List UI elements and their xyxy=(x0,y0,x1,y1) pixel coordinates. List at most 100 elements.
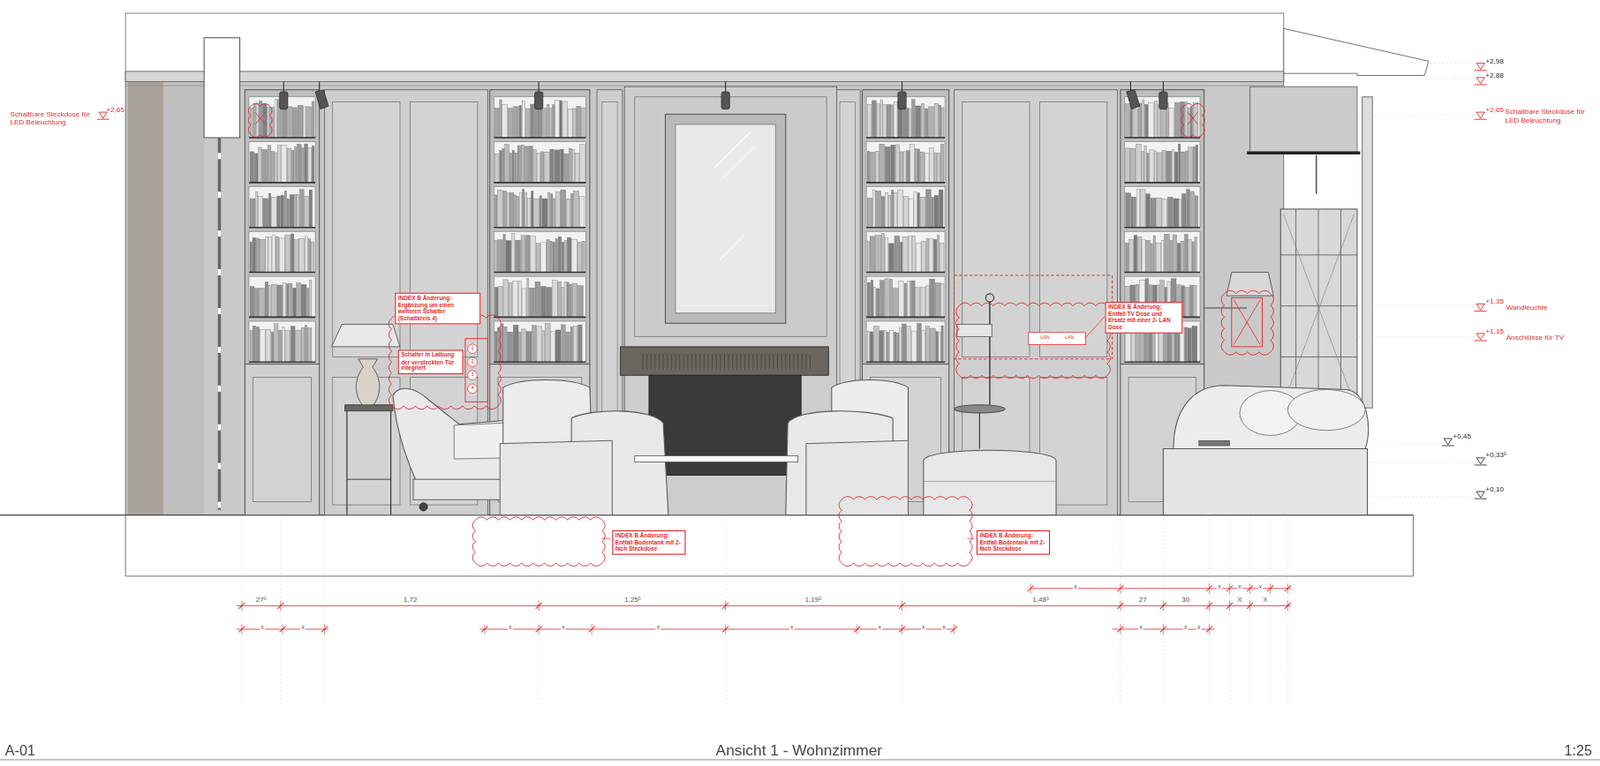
book xyxy=(875,234,882,272)
book xyxy=(903,107,909,138)
book xyxy=(249,331,252,363)
conduit-mark xyxy=(218,308,221,315)
book xyxy=(1144,145,1147,183)
book xyxy=(561,286,564,317)
dimension-text: x xyxy=(876,624,883,632)
book xyxy=(265,329,272,363)
book xyxy=(1129,239,1134,272)
book xyxy=(284,190,287,227)
shelf xyxy=(249,186,316,227)
book xyxy=(1156,152,1163,183)
revision-note: Schalter in Laibung der versteckten Tür … xyxy=(398,349,464,375)
book xyxy=(296,283,302,318)
book xyxy=(558,236,561,272)
dimension-extension xyxy=(1208,601,1210,612)
book xyxy=(1130,148,1136,183)
book xyxy=(894,235,900,272)
shelf-board xyxy=(866,181,945,184)
mantel-flute xyxy=(679,354,680,370)
book xyxy=(274,98,277,138)
level-annotation: +2,88 xyxy=(1486,71,1504,80)
book xyxy=(906,326,912,363)
dimension-extension xyxy=(538,601,540,612)
level-marker xyxy=(98,112,107,119)
window-bar xyxy=(1280,356,1358,358)
dimension-text: 1,19⁵ xyxy=(803,596,823,604)
book xyxy=(1157,105,1160,138)
book xyxy=(509,192,514,228)
book xyxy=(531,191,534,228)
book xyxy=(872,100,877,138)
book xyxy=(1148,103,1155,138)
book xyxy=(308,239,310,273)
book xyxy=(881,233,884,273)
shelf-board xyxy=(866,316,945,319)
book xyxy=(520,235,526,273)
book xyxy=(880,280,885,318)
book xyxy=(282,282,286,317)
book xyxy=(525,235,530,273)
book xyxy=(935,332,938,363)
shelf xyxy=(866,231,945,272)
book xyxy=(867,241,869,273)
book xyxy=(253,104,256,138)
switch-mark xyxy=(467,344,478,355)
book xyxy=(546,240,550,273)
cornice-line xyxy=(125,85,1284,87)
book xyxy=(940,143,944,182)
book xyxy=(1190,106,1193,138)
window-cross xyxy=(1283,214,1355,404)
book xyxy=(1188,147,1193,183)
shelf xyxy=(249,231,316,272)
book xyxy=(933,239,936,272)
book xyxy=(254,288,259,318)
book xyxy=(511,233,514,273)
book xyxy=(542,331,544,363)
track-light-stem xyxy=(1130,81,1132,92)
dimension-text: x xyxy=(1216,583,1223,591)
book xyxy=(521,100,525,138)
track-light xyxy=(535,91,544,110)
guide-line xyxy=(1162,515,1164,705)
shelf xyxy=(866,276,945,317)
mantel-flute xyxy=(801,354,803,370)
book xyxy=(879,143,885,183)
book xyxy=(265,237,268,273)
conduit-mark xyxy=(218,269,221,276)
book xyxy=(252,325,256,363)
book xyxy=(1135,143,1141,183)
shelf xyxy=(493,142,586,183)
book xyxy=(873,286,876,317)
book xyxy=(920,286,926,317)
book xyxy=(890,279,892,318)
guide-line xyxy=(1287,515,1289,705)
book xyxy=(574,153,580,183)
mantel-flute xyxy=(809,354,811,370)
book xyxy=(899,241,902,272)
book xyxy=(1155,242,1162,272)
shelf-board xyxy=(1124,361,1200,363)
book xyxy=(912,99,915,138)
book xyxy=(497,189,503,227)
guide-line xyxy=(1269,515,1271,705)
book xyxy=(301,284,307,317)
leader-line xyxy=(1084,316,1105,339)
shelf-board xyxy=(493,136,586,139)
book xyxy=(550,149,555,183)
tray-table xyxy=(953,405,1005,414)
socket-cross xyxy=(1233,300,1261,346)
book xyxy=(1194,237,1197,273)
lan-socket xyxy=(1028,332,1087,346)
book xyxy=(867,331,869,363)
mantel-flute xyxy=(772,354,774,370)
book xyxy=(568,148,572,183)
level-marker xyxy=(1476,77,1485,84)
conduit-mark xyxy=(218,502,221,509)
dimension-text: 1,72 xyxy=(402,596,419,604)
mirror xyxy=(675,124,776,314)
level-marker-line xyxy=(1474,69,1487,71)
level-marker xyxy=(1476,333,1485,340)
book xyxy=(917,193,920,228)
book xyxy=(499,99,502,138)
ceiling-slope xyxy=(1283,28,1429,76)
